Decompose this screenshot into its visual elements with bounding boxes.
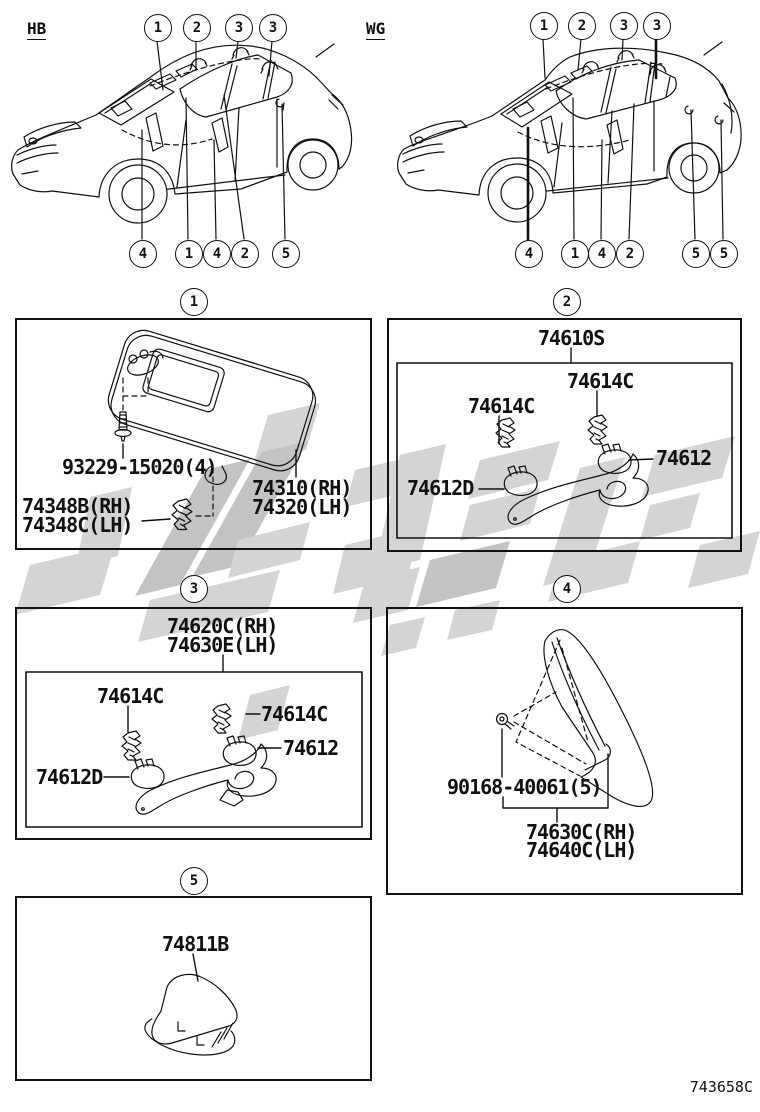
wg-callout-bottom-4: 2: [616, 240, 644, 268]
part-label-visor-lh: 74320(LH): [252, 495, 352, 519]
hb-callout-bottom-4: 2: [231, 240, 259, 268]
part-label-cap-rear: 74612: [283, 736, 339, 760]
part-label-clip-rear-2: 74614C: [261, 702, 328, 726]
front-assist-grip-drawing: [396, 347, 733, 539]
part-label-clip-front-2: 74614C: [567, 369, 634, 393]
part-label-holder-rh: 74348B(RH): [22, 494, 133, 518]
hb-callout-bottom-5: 5: [272, 240, 300, 268]
part-label-cap-d-rear: 74612D: [36, 765, 103, 789]
part-label-garnish-lh: 74640C(LH): [526, 838, 637, 862]
wg-callout-bottom-1: 4: [515, 240, 543, 268]
hb-callout-top-3: 3: [225, 14, 253, 42]
hb-callout-bottom-2: 1: [175, 240, 203, 268]
drawing-number: 743658C: [689, 1078, 753, 1096]
wg-callout-bottom-5: 5: [682, 240, 710, 268]
sun-visor-drawing: [107, 329, 317, 531]
part-label-cover: 74811B: [162, 932, 229, 956]
wg-callout-top-4: 3: [643, 12, 671, 40]
hb-callout-top-1: 1: [144, 14, 172, 42]
roof-cover-drawing: [144, 953, 238, 1056]
wg-car-drawing: [397, 41, 742, 223]
detail-box-1: [15, 318, 372, 550]
hb-car-drawing: [11, 43, 353, 224]
wg-callout-bottom-6: 5: [710, 240, 738, 268]
part-label-holder-lh: 74348C(LH): [22, 513, 133, 537]
part-label-garnish-screw: 90168-40061(5): [447, 775, 603, 799]
vehicle-code-hb: HB: [27, 19, 47, 40]
section-4-number: 4: [553, 575, 581, 603]
part-label-visor-rh: 74310(RH): [252, 476, 352, 500]
hb-callout-bottom-1: 4: [129, 240, 157, 268]
callout-leader-lines: [141, 37, 724, 241]
rear-assist-grip-drawing: [25, 654, 363, 828]
part-label-garnish-rh: 74630C(RH): [526, 820, 637, 844]
part-label-grip-rh: 74620C(RH): [167, 614, 278, 638]
vehicle-code-wg: WG: [366, 19, 386, 40]
wg-callout-bottom-3: 4: [588, 240, 616, 268]
wg-callout-top-2: 2: [568, 12, 596, 40]
section-2-number: 2: [553, 288, 581, 316]
wg-callout-top-1: 1: [530, 12, 558, 40]
wg-callout-bottom-2: 1: [561, 240, 589, 268]
quarter-garnish-drawing: [495, 629, 654, 823]
hb-callout-bottom-3: 4: [203, 240, 231, 268]
wg-callout-top-3: 3: [610, 12, 638, 40]
detail-box-4: [386, 607, 743, 895]
detail-box-3: [15, 607, 372, 840]
part-label-visor-screw: 93229-15020(4): [62, 455, 218, 479]
part-label-grip-lh: 74630E(LH): [167, 633, 278, 657]
part-label-clip-rear-1: 74614C: [97, 684, 164, 708]
hb-callout-top-2: 2: [183, 14, 211, 42]
part-label-grip-assy: 74610S: [538, 326, 605, 350]
section-1-number: 1: [180, 288, 208, 316]
part-label-clip-front-1: 74614C: [468, 394, 535, 418]
detail-box-2: [387, 318, 742, 552]
part-label-cap-d-front: 74612D: [407, 476, 474, 500]
part-label-cap-front: 74612: [656, 446, 712, 470]
hb-callout-top-4: 3: [259, 14, 287, 42]
watermark-logo: [15, 403, 760, 740]
section-3-number: 3: [180, 575, 208, 603]
detail-box-5: [15, 896, 372, 1081]
section-5-number: 5: [180, 867, 208, 895]
